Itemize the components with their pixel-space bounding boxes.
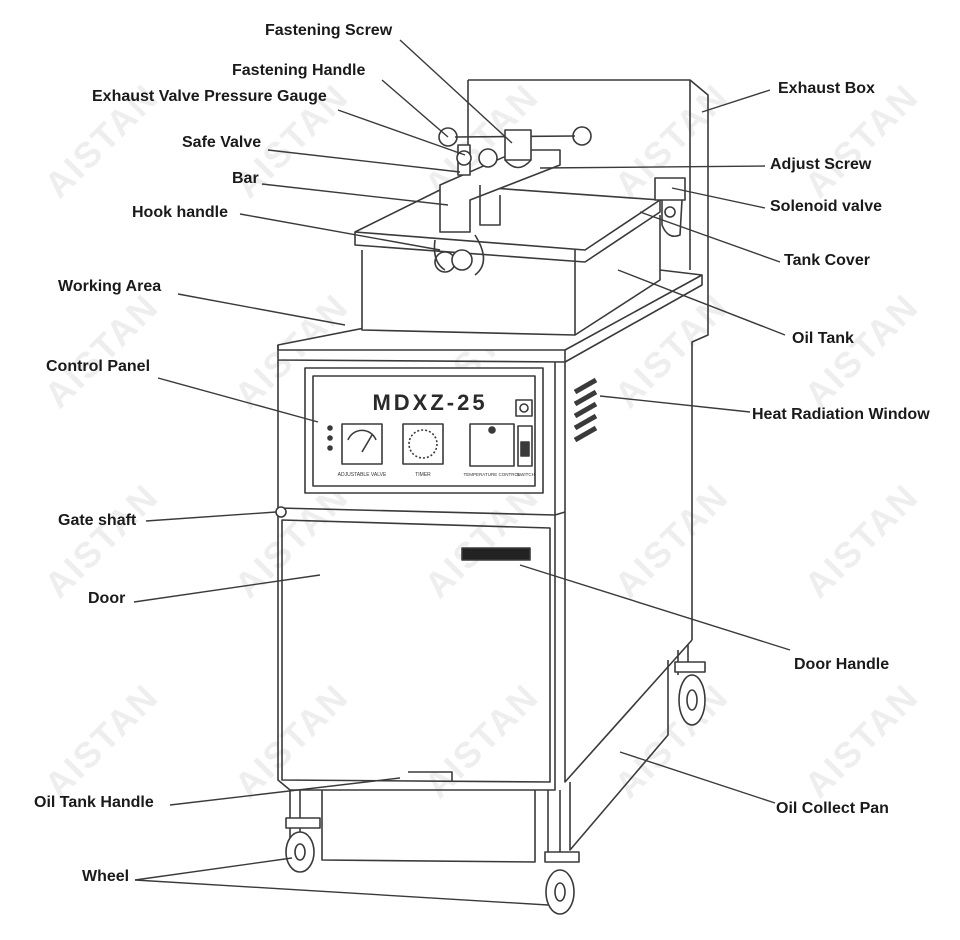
caption-temperature-control: TEMPERATURE CONTROL (464, 472, 521, 477)
label-heat-radiation-window: Heat Radiation Window (752, 406, 930, 423)
caption-adjustable-valve: ADJUSTABLE VALVE (338, 472, 387, 478)
door (281, 519, 551, 783)
label-working-area: Working Area (58, 278, 162, 295)
label-oil-tank: Oil Tank (792, 330, 854, 347)
bar-assembly (433, 126, 592, 276)
label-oil-tank-handle: Oil Tank Handle (34, 794, 154, 811)
label-door-handle: Door Handle (794, 656, 890, 673)
wheels (285, 661, 706, 915)
leader-lines (133, 39, 791, 906)
label-bar: Bar (232, 170, 259, 187)
label-gate-shaft: Gate shaft (58, 512, 137, 529)
caption-timer: TIMER (415, 472, 431, 478)
label-fastening-handle: Fastening Handle (232, 62, 366, 79)
label-tank-cover: Tank Cover (784, 252, 870, 269)
model-label: MDXZ-25 (372, 390, 487, 415)
label-fastening-screw: Fastening Screw (265, 22, 393, 39)
label-solenoid-valve: Solenoid valve (770, 198, 883, 215)
label-exhaust-valve-pressure-gauge: Exhaust Valve Pressure Gauge (92, 88, 327, 105)
label-wheel: Wheel (82, 868, 130, 885)
caption-switch: SWITCH (517, 472, 535, 477)
heat-radiation-window (573, 377, 598, 443)
label-hook-handle: Hook handle (132, 204, 229, 221)
solenoid-valve (654, 177, 686, 238)
control-panel-box (304, 367, 544, 494)
label-safe-valve: Safe Valve (182, 134, 262, 151)
label-adjust-screw: Adjust Screw (770, 156, 872, 173)
label-exhaust-box: Exhaust Box (778, 80, 875, 97)
label-door: Door (88, 590, 126, 607)
label-oil-collect-pan: Oil Collect Pan (776, 800, 889, 817)
label-control-panel: Control Panel (46, 358, 151, 375)
legs-and-pan (289, 645, 689, 863)
